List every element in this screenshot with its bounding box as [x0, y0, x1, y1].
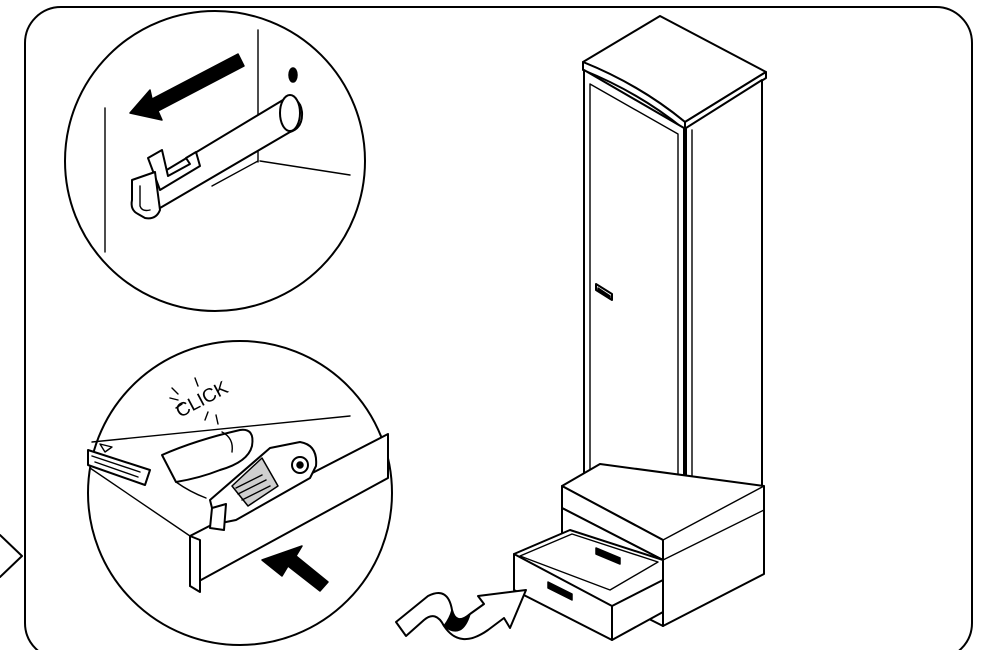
- screw-hole-icon: [288, 67, 298, 83]
- motion-arrow-icon: [395, 589, 527, 640]
- wardrobe-cabinet: [513, 15, 767, 641]
- arrow-push-icon: [261, 545, 329, 592]
- drawer-handle-icon: [547, 581, 573, 601]
- arrow-left-icon: [129, 53, 245, 121]
- side-pointer-icon: [0, 534, 23, 578]
- detail-circle-drawer-lock: CLICK: [87, 340, 393, 646]
- click-burst-icon: [169, 377, 219, 425]
- frame-border: [24, 6, 973, 650]
- wardrobe-side-panel: [685, 79, 763, 535]
- detail-circle-rail-clip: [64, 10, 366, 312]
